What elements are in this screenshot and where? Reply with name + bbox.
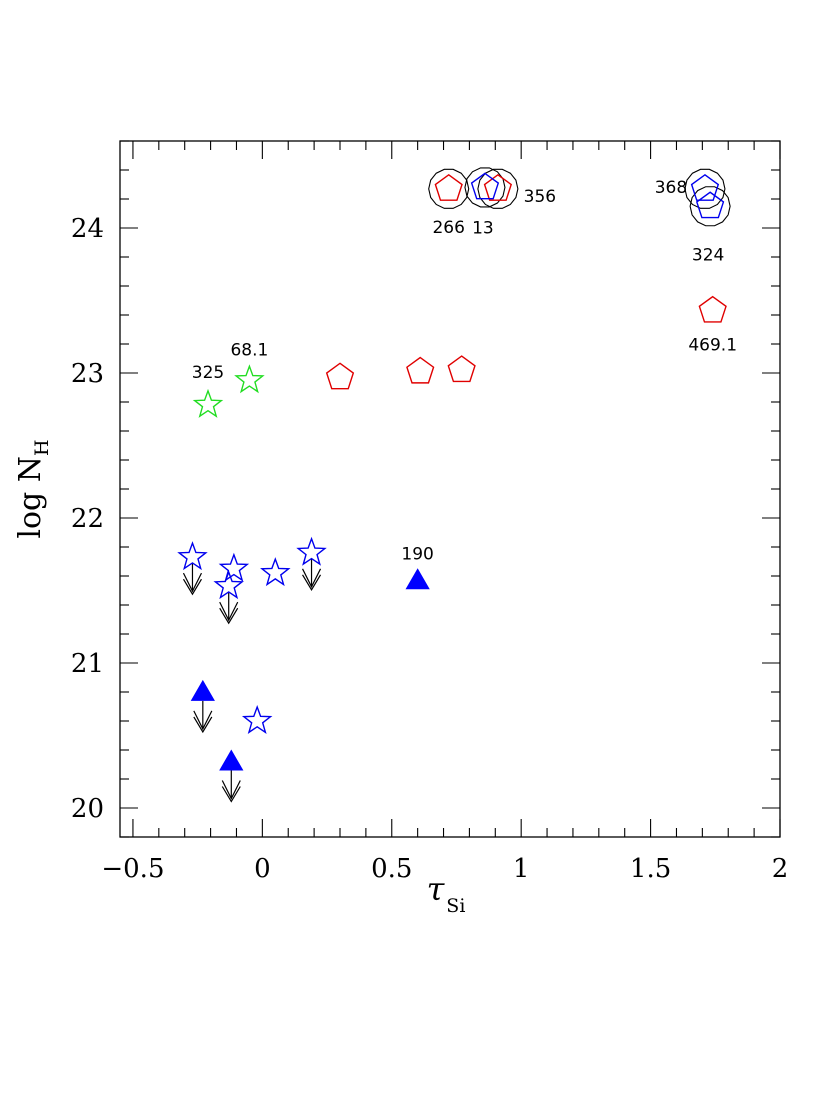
point-label: 368 [655, 178, 687, 198]
star-marker [192, 388, 224, 418]
upper-limit-arrowhead [221, 786, 241, 803]
upper-limit-arrowhead [182, 572, 203, 593]
pentagon-marker [690, 173, 720, 201]
x-axis-title-sub: Si [446, 895, 465, 917]
star-marker [241, 704, 273, 734]
plot-frame [119, 140, 781, 838]
point-label: 68.1 [230, 340, 268, 360]
point-label: 325 [192, 363, 224, 383]
star-marker [177, 541, 208, 571]
point-label: 324 [692, 245, 724, 265]
y-tick-label: 20 [71, 794, 104, 824]
circle-marker [689, 186, 731, 227]
upper-limit-arrowhead [221, 780, 241, 800]
x-tick-label: 0.5 [371, 854, 412, 884]
pentagon-marker [698, 295, 727, 323]
y-axis-title: log NH [13, 439, 53, 538]
pentagon-marker [470, 172, 500, 200]
point-labels: 469.1 266 356 13 368 324 325 68.1 190 [192, 178, 737, 564]
x-tick-label: 1 [513, 854, 530, 884]
pentagon-marker [406, 356, 435, 384]
x-tick-label: −0.5 [101, 854, 164, 884]
y-tick-label: 24 [71, 214, 104, 244]
upper-limit-arrowhead [193, 710, 213, 731]
x-axis-title-main: τ [427, 870, 446, 908]
y-axis-title-sub: H [31, 439, 53, 456]
x-tick-label: 2 [772, 854, 789, 884]
tick-labels: −0.5 0 0.5 1 1.5 2 20 21 22 23 24 [71, 214, 788, 884]
circle-marker [428, 168, 470, 209]
point-label: 190 [401, 544, 433, 564]
triangle-marker [190, 679, 215, 701]
triangle-marker [405, 568, 430, 590]
pentagon-marker [325, 362, 355, 390]
point-label: 356 [524, 187, 556, 207]
star-marker [296, 536, 327, 566]
y-axis-title-main: log N [13, 456, 48, 539]
y-tick-label: 22 [71, 504, 104, 534]
circle-marker [684, 168, 726, 209]
star-marker [218, 552, 250, 582]
upper-limit-arrowhead [182, 578, 202, 596]
pentagon-marker [434, 173, 463, 201]
triangle-marker [219, 749, 244, 771]
point-label: 266 [432, 218, 464, 238]
upper-limit-arrowhead [219, 607, 239, 625]
star-marker [213, 570, 244, 600]
y-tick-label: 21 [71, 649, 104, 679]
upper-limit-arrowhead [193, 716, 213, 734]
point-label: 469.1 [688, 336, 737, 356]
star-marker [234, 364, 265, 394]
pentagon-marker [695, 191, 725, 219]
circle-marker [464, 167, 506, 208]
y-tick-label: 23 [71, 359, 104, 389]
point-label: 13 [472, 218, 494, 238]
star-marker [260, 557, 291, 587]
data-points [177, 167, 731, 803]
x-tick-label: 0 [254, 854, 271, 884]
x-tick-label: 1.5 [630, 854, 671, 884]
pentagon-marker [483, 173, 513, 201]
upper-limit-arrowhead [301, 568, 322, 589]
upper-limit-arrowhead [302, 574, 322, 591]
circle-marker [477, 168, 519, 209]
pentagon-marker [447, 355, 476, 383]
upper-limit-arrowhead [219, 601, 239, 622]
